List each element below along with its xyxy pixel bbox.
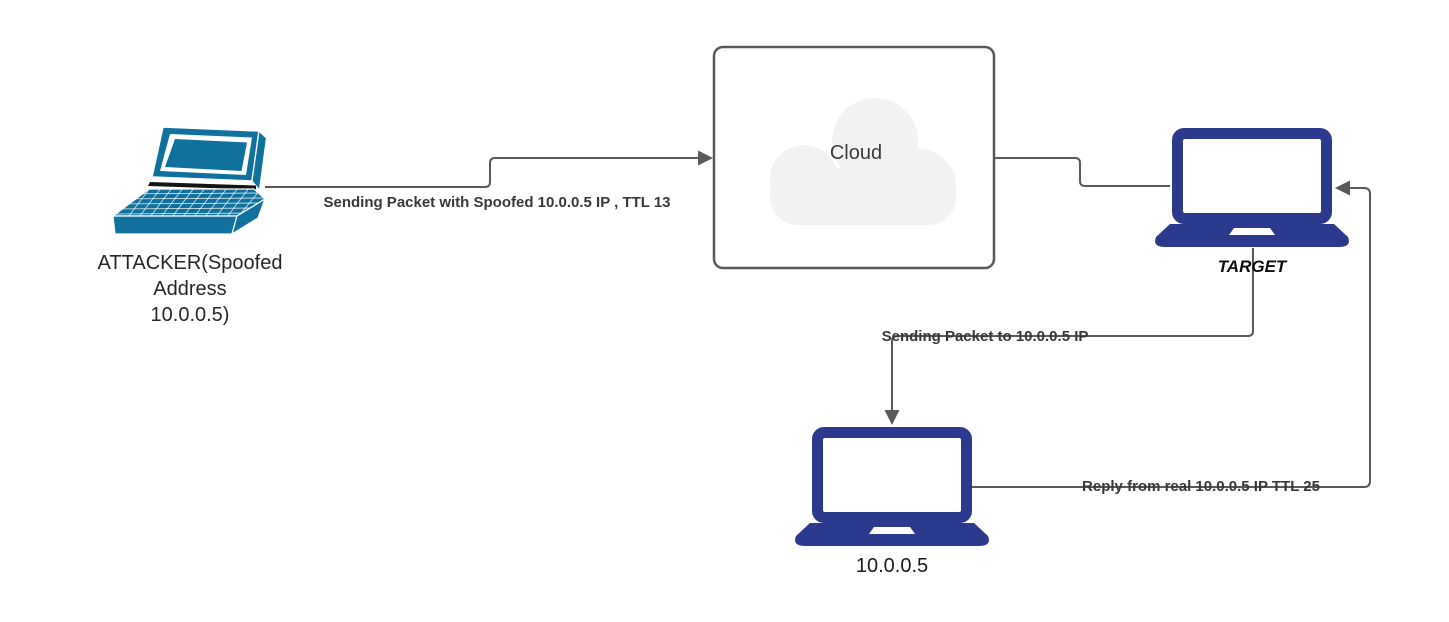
arrowhead-into-host	[884, 410, 900, 425]
edge-cloud-to-target	[995, 157, 1170, 187]
attacker-label-line-3: 10.0.0.5)	[150, 304, 230, 326]
edge-host-to-target	[972, 187, 1371, 488]
attacker-label-line-1: ATTACKER(Spoofed	[97, 252, 283, 274]
host-laptop-icon	[795, 427, 989, 546]
cloud-icon	[770, 98, 956, 225]
host-node-label: 10.0.0.5	[855, 555, 929, 577]
attacker-node-label: ATTACKER(Spoofed Address 10.0.0.5)	[98, 250, 283, 328]
edge-label-reply-from-host: Reply from real 10.0.0.5 IP TTL 25	[1082, 478, 1320, 495]
target-node-label: TARGET	[1217, 257, 1287, 276]
attacker-label-line-2: Address	[153, 278, 227, 300]
edge-attacker-to-cloud	[265, 157, 699, 188]
arrowhead-into-target	[1335, 180, 1350, 196]
edge-target-to-host	[891, 248, 1254, 410]
edge-label-sending-to-host: Sending Packet to 10.0.0.5 IP	[881, 328, 1089, 345]
cloud-node-label: Cloud	[829, 142, 883, 164]
arrowhead-into-cloud	[698, 150, 713, 166]
target-laptop-icon	[1155, 128, 1349, 247]
edge-label-spoofed-packet: Sending Packet with Spoofed 10.0.0.5 IP …	[323, 194, 671, 211]
attacker-laptop-icon	[111, 126, 268, 236]
